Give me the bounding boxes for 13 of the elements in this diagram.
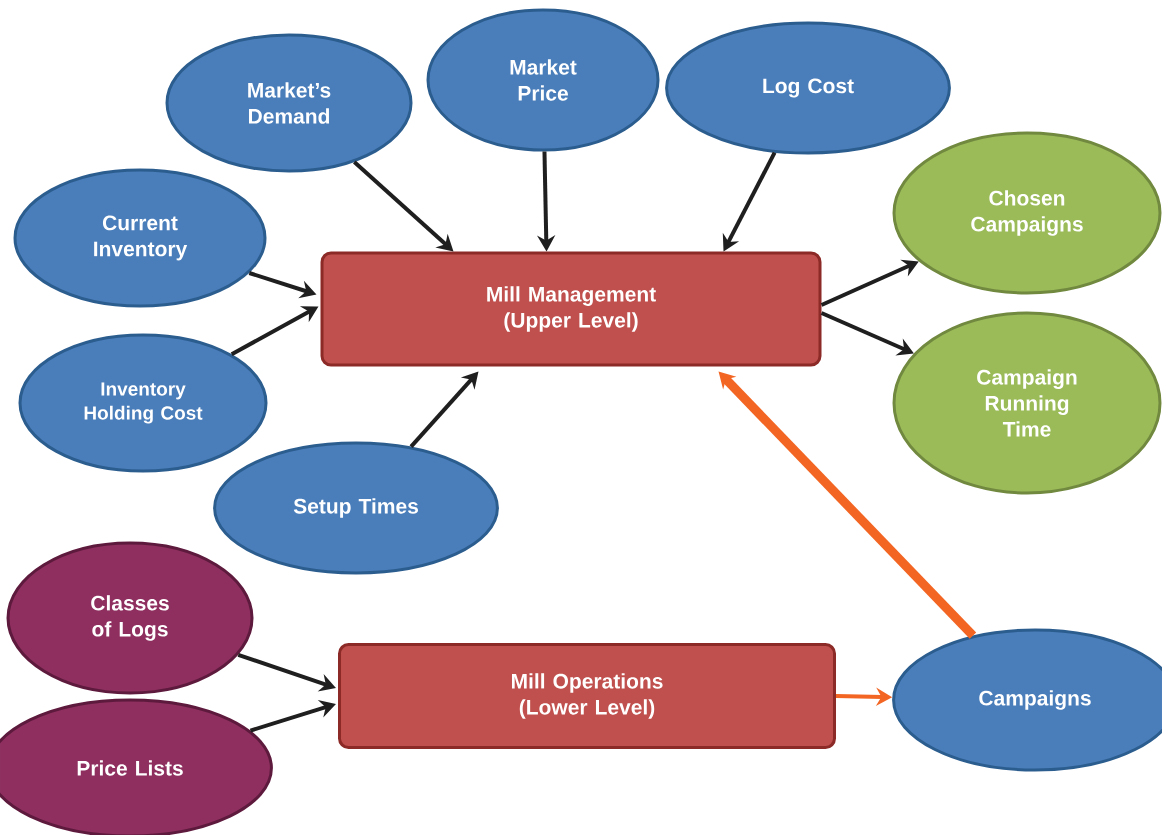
process-box: Mill Operations (Lower Level) [338,643,836,749]
ellipse-node: Log Cost [665,21,951,155]
ellipse-node: Price Lists [0,698,273,835]
ellipse-node: Chosen Campaigns [892,131,1162,295]
ellipse-node: Setup Times [213,441,499,575]
ellipse-node: Campaigns [892,628,1162,772]
process-box: Mill Management (Upper Level) [320,251,822,367]
ellipse-node: Campaign Running Time [892,311,1162,495]
ellipse-node: Market Price [426,8,660,152]
ellipse-node: Current Inventory [13,168,267,308]
ellipse-node: Market’s Demand [165,33,413,173]
ellipse-node: Classes of Logs [6,541,254,695]
ellipse-node: Inventory Holding Cost [18,333,268,473]
